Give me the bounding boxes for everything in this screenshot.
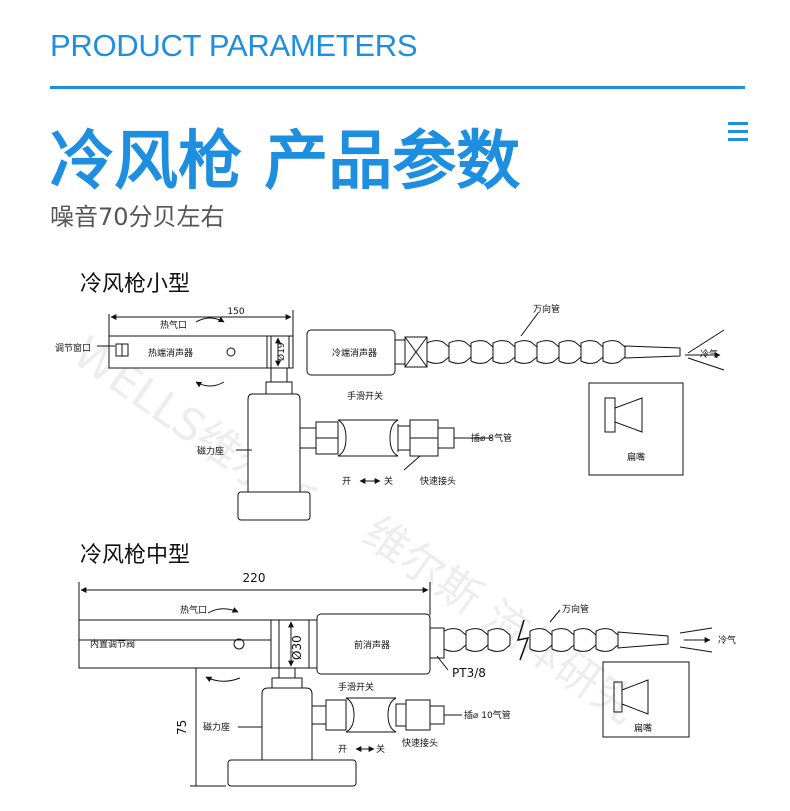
medium-model-drawing (78, 582, 713, 787)
medium-built-in-valve-label: 内置调节阀 (90, 638, 135, 650)
medium-flat-nozzle-label: 扁嘴 (634, 722, 652, 734)
noise-subtitle: 噪音70分贝左右 (50, 203, 225, 231)
medium-diameter-label: Ø30 (290, 635, 304, 660)
medium-dim-75: 75 (175, 720, 189, 735)
small-magnetic-base-label: 磁力座 (197, 445, 224, 457)
menu-bar-bottom (728, 138, 748, 141)
small-flat-nozzle-label: 扁嘴 (627, 451, 645, 463)
medium-hot-air-outlet-label: 热气口 (180, 604, 207, 616)
small-hand-switch-label: 手滑开关 (347, 390, 383, 402)
page-title: 冷风枪 产品参数 (50, 125, 521, 199)
title-divider (50, 86, 745, 89)
medium-model-heading: 冷风枪中型 (80, 543, 191, 568)
english-section-title: PRODUCT PARAMETERS (50, 28, 418, 63)
small-hot-muffler-label: 热端消声器 (148, 347, 193, 359)
medium-universal-tube (443, 628, 669, 652)
menu-bar-top (728, 122, 748, 125)
small-model-drawing (97, 310, 725, 521)
medium-close-label: 关 (376, 743, 385, 755)
small-close-label: 关 (384, 475, 393, 487)
medium-thread-label: PT3/8 (452, 666, 486, 680)
small-cold-muffler-label: 冷端消声器 (332, 347, 377, 359)
small-open-label: 开 (342, 476, 351, 487)
small-insert-tube-label: 插⌀ 8气管 (471, 432, 512, 444)
medium-magnetic-base-label: 磁力座 (203, 721, 230, 733)
medium-universal-tube-label: 万向管 (562, 603, 589, 615)
small-universal-tube (426, 340, 681, 364)
small-dim-150: 150 (227, 307, 244, 317)
medium-hand-switch-label: 手滑开关 (338, 681, 374, 693)
menu-bar-middle (728, 130, 748, 133)
medium-front-muffler-label: 前消声器 (354, 639, 390, 651)
medium-open-label: 开 (338, 744, 347, 755)
small-diameter-label: Ø19 (276, 342, 287, 361)
medium-dim-220: 220 (243, 571, 266, 585)
small-quick-connector-label: 快速接头 (420, 475, 456, 487)
hamburger-menu-icon[interactable] (728, 122, 748, 142)
small-cold-air-label: 冷气 (700, 348, 718, 360)
small-adjust-window-label: 调节窗口 (55, 342, 91, 354)
small-hot-air-outlet-label: 热气口 (160, 319, 187, 331)
medium-quick-connector-label: 快速接头 (402, 737, 438, 749)
medium-cold-air-label: 冷气 (718, 634, 736, 646)
small-model-heading: 冷风枪小型 (80, 272, 191, 297)
small-universal-tube-label: 万向管 (533, 303, 560, 315)
medium-insert-tube-label: 插⌀ 10气管 (464, 709, 511, 721)
